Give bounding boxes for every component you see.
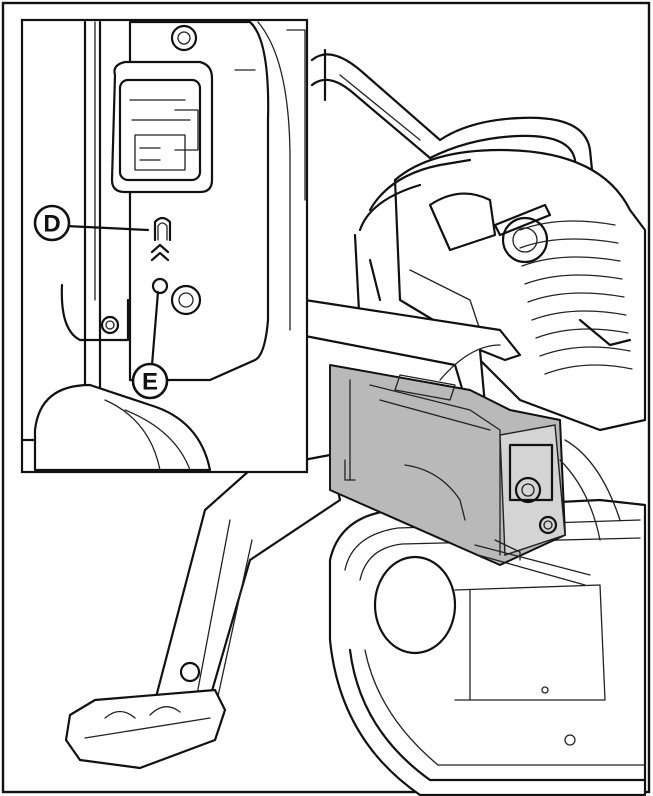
indicator-symbol <box>150 216 172 262</box>
inset-cylinder <box>33 383 212 472</box>
callout-d-label: D <box>43 211 60 238</box>
indicator-lamp <box>151 277 169 295</box>
cooling-fins <box>519 220 633 375</box>
callout-e-label: E <box>142 369 158 396</box>
leader-line-e <box>150 290 160 367</box>
handle-bar <box>310 53 597 202</box>
inset-panel: D E <box>20 18 309 474</box>
callout-d: D <box>33 204 71 242</box>
connector-socket <box>110 60 214 194</box>
engine-housing <box>393 148 647 432</box>
machine-drawing <box>64 48 647 796</box>
control-lever <box>298 298 522 417</box>
callout-e: E <box>131 362 169 400</box>
leader-line-d <box>64 224 150 232</box>
foot <box>64 688 227 770</box>
